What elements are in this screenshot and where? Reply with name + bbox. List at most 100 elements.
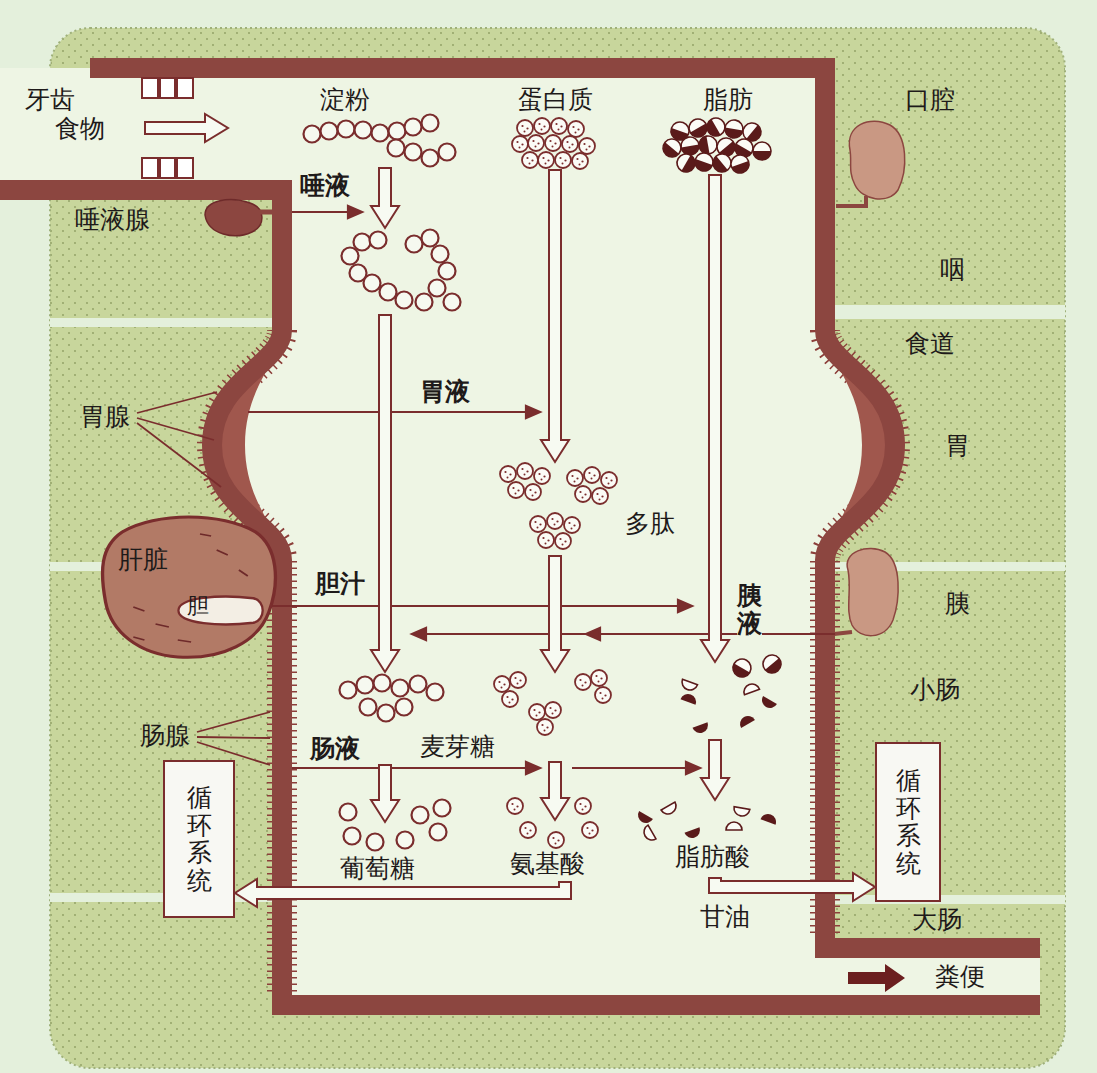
- starch-particle: [354, 234, 371, 251]
- pancreas: [847, 548, 898, 635]
- organ-label: 肠腺: [140, 722, 190, 751]
- organ-label: 食道: [905, 330, 955, 359]
- fat-piece: [737, 713, 755, 728]
- juice-label: 胃液: [420, 378, 470, 407]
- protein-particle: [510, 672, 526, 688]
- fat-particle: [728, 152, 751, 175]
- arrow-head: [348, 206, 362, 218]
- starch-particle: [397, 832, 414, 849]
- nutrient-label: 甘油: [700, 903, 750, 932]
- salivary-gland: [849, 121, 904, 199]
- starch-particle: [367, 834, 384, 851]
- part-label: 牙齿: [25, 86, 75, 115]
- protein-particle: [522, 152, 538, 168]
- hollow-arrow: [541, 556, 569, 672]
- protein-particle: [567, 470, 583, 486]
- protein-particle: [562, 136, 578, 152]
- protein-particle: [579, 138, 595, 154]
- protein-particle: [595, 687, 611, 703]
- leader-line: [197, 712, 270, 732]
- nutrient-label: 脂肪: [703, 86, 753, 115]
- protein-particle: [575, 674, 591, 690]
- starch-particle: [410, 676, 427, 693]
- nutrient-label: 脂肪酸: [675, 843, 750, 872]
- nutrient-label: 蛋白质: [518, 86, 593, 115]
- protein-particle: [575, 798, 591, 814]
- hollow-arrow: [371, 315, 399, 672]
- tooth: [142, 78, 158, 98]
- starch-particle: [380, 284, 397, 301]
- circulation-box: 循环系统: [163, 760, 235, 918]
- region-band: [835, 305, 1065, 319]
- salivary-gland: [205, 200, 262, 236]
- region-band: [835, 895, 1065, 904]
- arrow-head: [526, 762, 540, 774]
- fat-piece: [680, 679, 698, 692]
- protein-particle: [525, 484, 541, 500]
- starch-particle: [340, 804, 357, 821]
- nutrient-label: 多肽: [625, 510, 675, 539]
- hollow-arrow: [371, 168, 399, 228]
- protein-particle: [551, 118, 567, 134]
- juice-line: [292, 767, 528, 769]
- gallbladder-shape: 胆: [175, 592, 267, 629]
- nutrient-label: 氨基酸: [510, 850, 585, 879]
- starch-particle: [405, 119, 422, 136]
- circulation-box: 循环系统: [875, 742, 941, 902]
- starch-particle: [405, 144, 422, 161]
- fat-piece: [684, 827, 702, 840]
- starch-particle: [434, 800, 451, 817]
- absorption-arrow: [709, 873, 875, 901]
- fat-piece: [760, 812, 778, 825]
- starch-particle: [340, 682, 357, 699]
- food-particles: [304, 115, 785, 851]
- starch-particle: [338, 121, 355, 138]
- fat-piece: [733, 807, 750, 818]
- protein-particle: [555, 152, 571, 168]
- juice-line: [424, 633, 835, 635]
- hollow-arrow: [541, 170, 569, 462]
- digestion-arrows: [235, 168, 875, 907]
- organ-label: 小肠: [910, 676, 960, 705]
- starch-particle: [439, 263, 456, 280]
- leader-line: [197, 737, 270, 738]
- starch-particle: [370, 232, 387, 249]
- protein-particle: [508, 482, 524, 498]
- starch-particle: [439, 144, 456, 161]
- organ-label: 唾液腺: [75, 206, 150, 235]
- tooth: [160, 78, 175, 98]
- protein-particle: [520, 822, 536, 838]
- fat-piece: [661, 802, 679, 817]
- protein-particle: [534, 118, 550, 134]
- organ-label: 咽: [940, 256, 965, 285]
- vertical-box-text: 循环系统: [896, 767, 921, 877]
- organ-label: 胰: [945, 590, 970, 619]
- juice-line: [292, 211, 350, 213]
- organ-label: 口腔: [905, 86, 955, 115]
- leader-line: [137, 392, 217, 413]
- tract-wall: [0, 190, 1040, 1005]
- starch-particle: [372, 125, 389, 142]
- starch-particle: [389, 123, 406, 140]
- protein-particle: [601, 472, 617, 488]
- fat-particle: [724, 119, 745, 140]
- protein-particle: [537, 719, 553, 735]
- starch-particle: [422, 230, 439, 247]
- protein-particle: [555, 533, 571, 549]
- vertical-box-text: 循环系统: [187, 784, 212, 894]
- juice-line: [572, 767, 688, 769]
- starch-particle: [422, 115, 439, 132]
- tooth: [177, 78, 193, 98]
- hollow-arrow: [701, 740, 729, 800]
- protein-particle: [512, 136, 528, 152]
- protein-particle: [528, 135, 544, 151]
- starch-particle: [412, 807, 429, 824]
- protein-particle: [494, 676, 510, 692]
- protein-particle: [529, 704, 545, 720]
- protein-particle: [545, 702, 561, 718]
- food-arrow: [145, 114, 228, 142]
- protein-particle: [547, 513, 563, 529]
- protein-particle: [517, 463, 533, 479]
- protein-particle: [530, 516, 546, 532]
- juice-label: 肠液: [310, 735, 360, 764]
